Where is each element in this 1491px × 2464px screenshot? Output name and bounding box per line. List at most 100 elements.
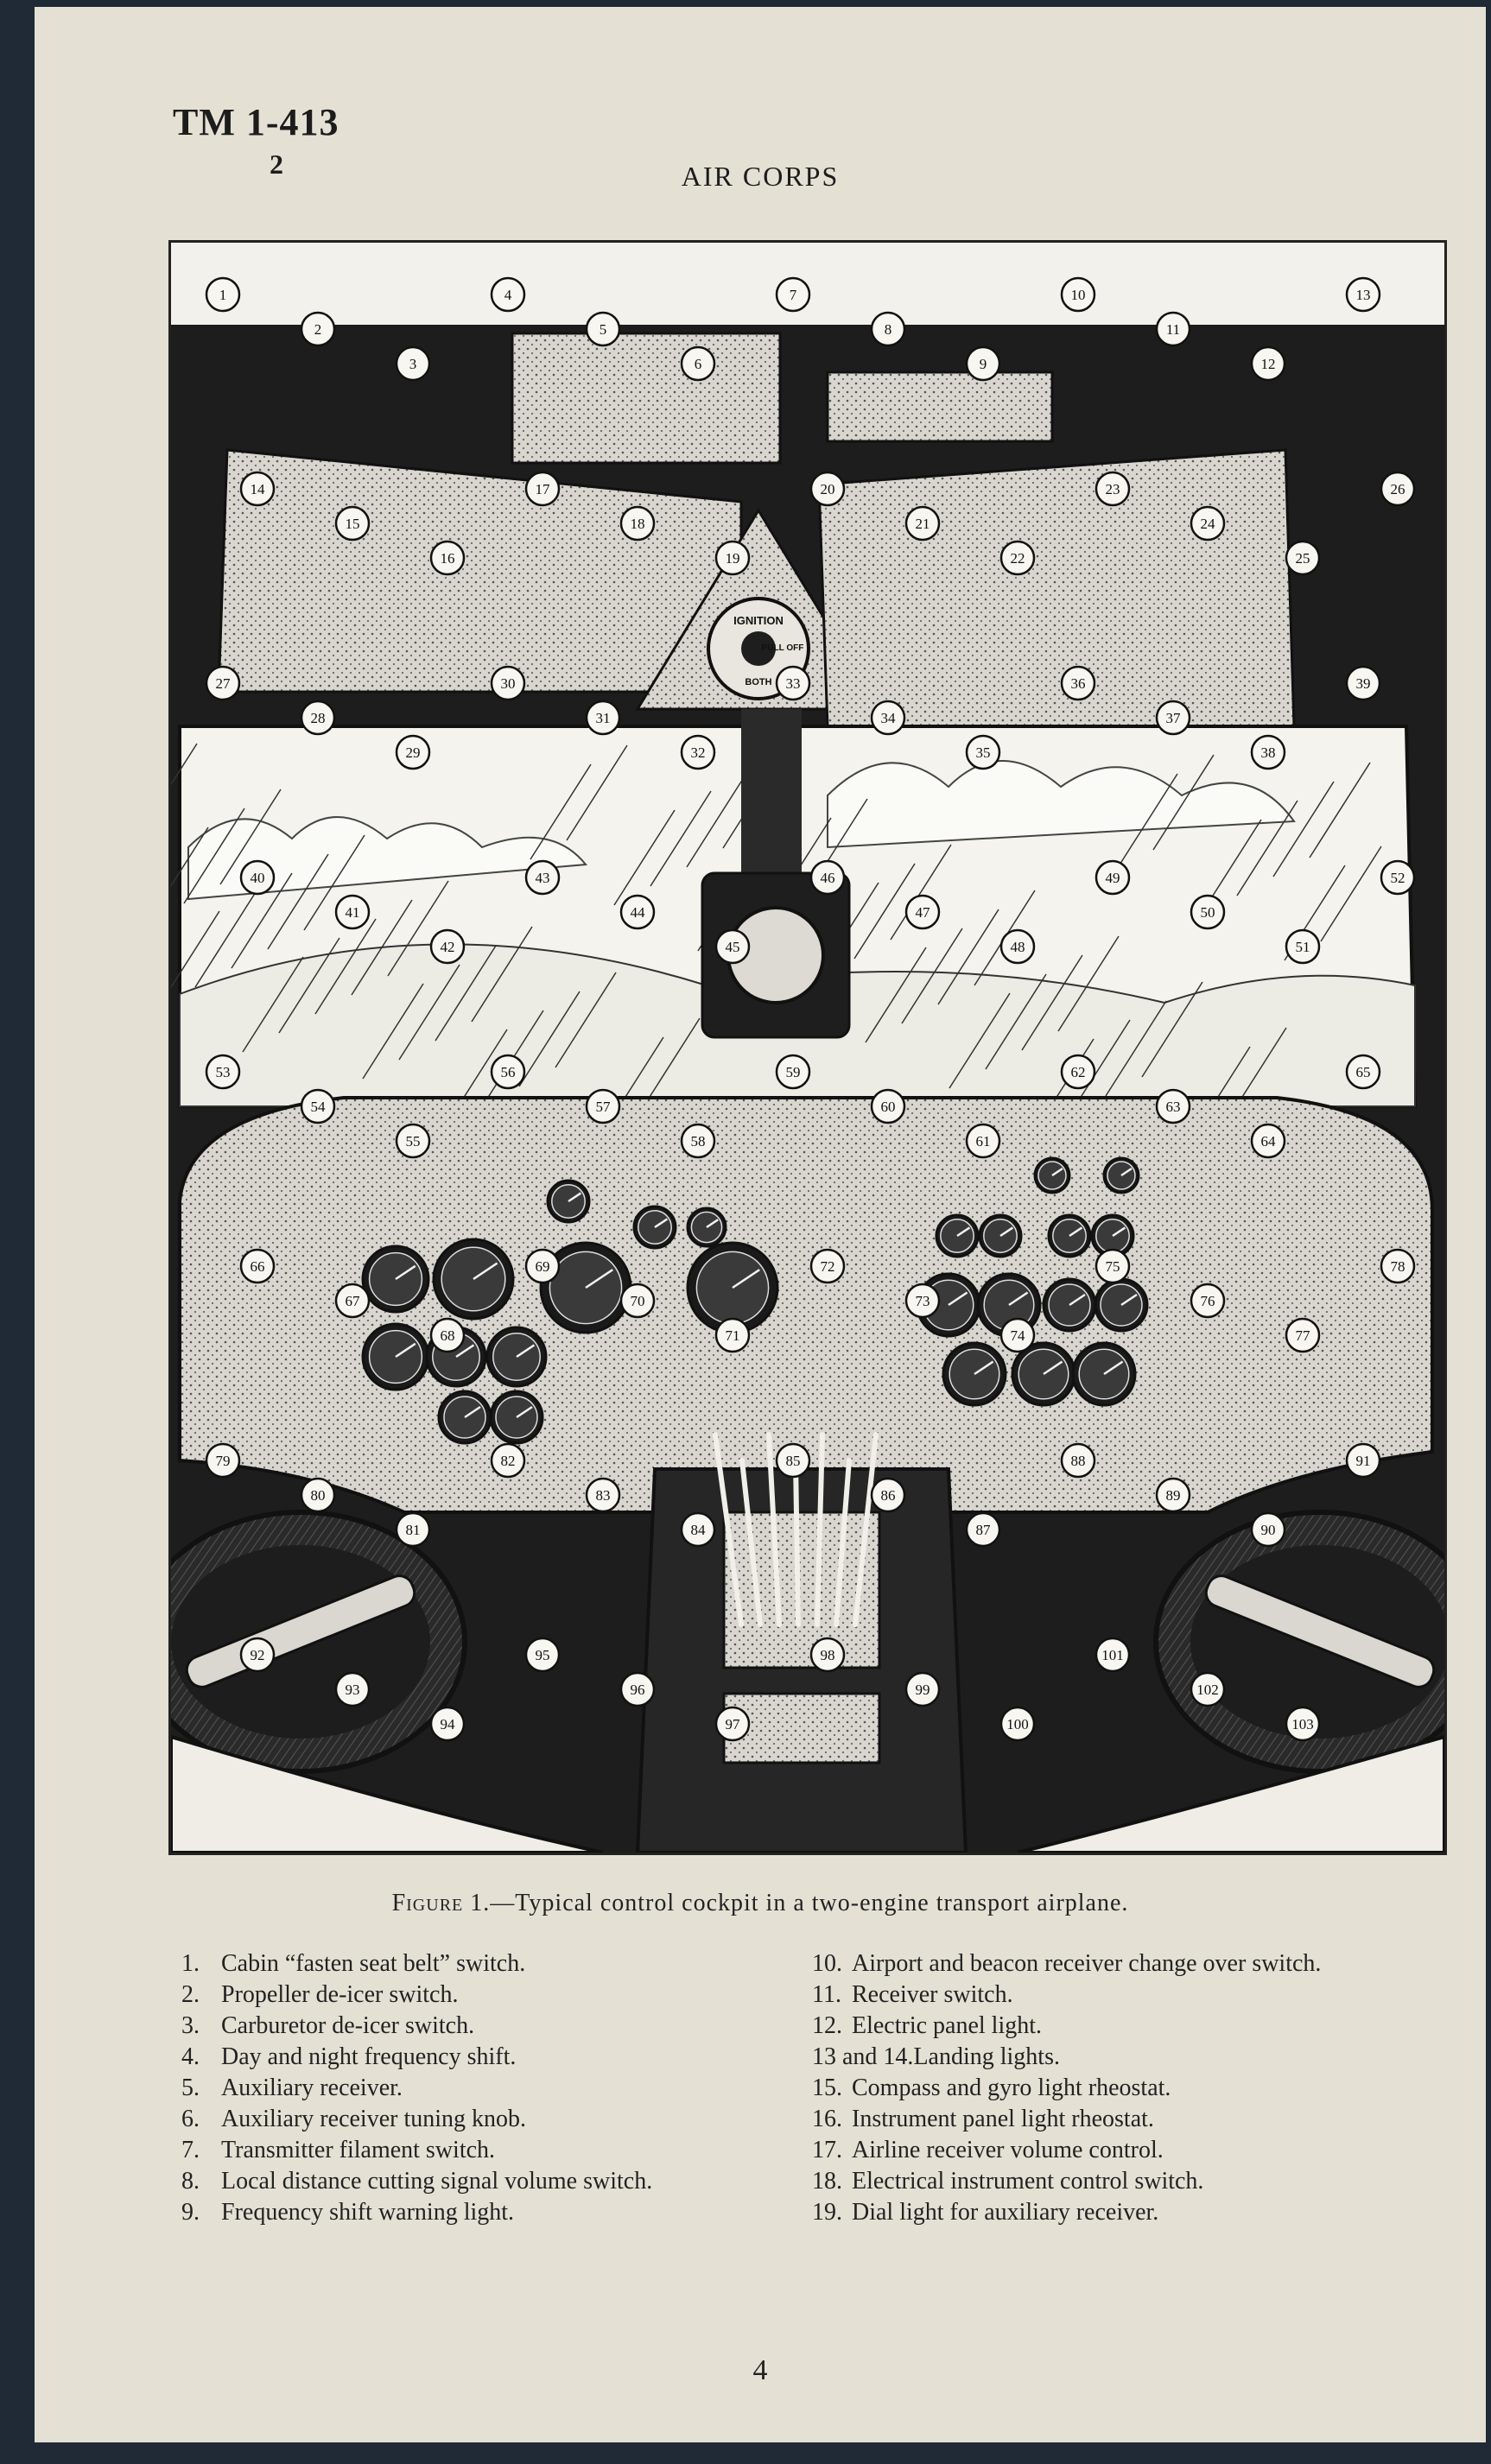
gauge-needle <box>1051 1167 1063 1177</box>
callout-circle <box>1190 505 1226 542</box>
legend-item: 8.Local distance cutting signal volume s… <box>181 2166 821 2197</box>
callout-number: 65 <box>1356 1064 1371 1080</box>
gauge-needle <box>1120 1167 1133 1177</box>
legend-item: 11.Receiver switch. <box>812 1979 1469 2011</box>
callout: 5 <box>585 311 621 347</box>
legend-item-text: Carburetor de-icer switch. <box>221 2012 475 2039</box>
callout-number: 96 <box>631 1682 645 1698</box>
callout: 45 <box>714 928 751 965</box>
callout-circle <box>429 1317 466 1353</box>
callout-number: 86 <box>881 1487 896 1504</box>
callout-number: 14 <box>251 481 266 497</box>
callout: 63 <box>1155 1088 1191 1124</box>
callout: 2 <box>300 311 336 347</box>
callout-circle <box>1060 665 1096 701</box>
callout-number: 72 <box>821 1258 835 1275</box>
callout-circle <box>714 1706 751 1742</box>
callout-circle <box>1094 1248 1131 1284</box>
callout-circle <box>1155 1088 1191 1124</box>
callout-number: 53 <box>216 1064 231 1080</box>
callout-number: 78 <box>1391 1258 1405 1275</box>
callout: 9 <box>965 345 1001 382</box>
callout-circle <box>1345 665 1381 701</box>
callout: 15 <box>334 505 371 542</box>
callout-number: 94 <box>441 1716 456 1732</box>
callout-number: 103 <box>1291 1716 1314 1732</box>
callout: 64 <box>1250 1123 1286 1159</box>
callout-circle <box>334 894 371 930</box>
callout-circle <box>1094 471 1131 507</box>
callout-number: 41 <box>346 904 360 921</box>
callout: 96 <box>619 1671 656 1707</box>
callout: 48 <box>999 928 1036 965</box>
callout-circle <box>870 1477 906 1513</box>
callout: 40 <box>239 859 276 896</box>
callout-circle <box>904 505 941 542</box>
gauge-needle <box>1112 1226 1126 1238</box>
callout-number: 102 <box>1196 1682 1219 1698</box>
callout-number: 24 <box>1201 516 1216 532</box>
legend-item: 5.Auxiliary receiver. <box>181 2073 821 2104</box>
callout-circle <box>1190 1283 1226 1319</box>
legend-item-number: 5. <box>181 2074 200 2101</box>
callout: 59 <box>775 1054 811 1090</box>
callout-circle <box>1060 276 1096 313</box>
cockpit-drawing: IGNITION PULL OFF BOTH 12345678910111213… <box>171 243 1444 1853</box>
callout-number: 79 <box>216 1453 231 1469</box>
callout-circle <box>585 700 621 736</box>
callout-number: 75 <box>1106 1258 1120 1275</box>
callout-circle <box>239 859 276 896</box>
gauge-needle <box>706 1219 719 1229</box>
callout: 43 <box>524 859 561 896</box>
callout-circle <box>904 894 941 930</box>
callout: 22 <box>999 540 1036 576</box>
callout-number: 59 <box>786 1064 801 1080</box>
callout-circle <box>1345 276 1381 313</box>
legend-item-text: Auxiliary receiver tuning knob. <box>221 2106 527 2132</box>
callout-circle <box>1250 734 1286 770</box>
manual-code: TM 1-413 <box>173 101 339 143</box>
callout-circle <box>904 1671 941 1707</box>
legend-item-number: 7. <box>181 2137 200 2163</box>
callout-number: 42 <box>441 939 455 955</box>
callout-number: 73 <box>916 1293 930 1309</box>
callout-number: 32 <box>691 744 706 761</box>
legend-item-text: Electrical instrument control switch. <box>852 2168 1204 2195</box>
callout-number: 26 <box>1391 481 1405 497</box>
callout-number: 68 <box>441 1327 455 1344</box>
callout-circle <box>1094 859 1131 896</box>
callout-circle <box>239 1637 276 1673</box>
legend-item-text: Frequency shift warning light. <box>221 2199 515 2226</box>
callout-number: 5 <box>600 321 607 338</box>
callout-number: 63 <box>1166 1099 1181 1115</box>
callout-number: 19 <box>726 550 740 567</box>
callout-number: 101 <box>1101 1647 1124 1663</box>
callout-number: 34 <box>881 710 897 726</box>
gauge-needle <box>974 1360 994 1376</box>
legend-item-text: Airline receiver volume control. <box>852 2137 1164 2163</box>
gauge-needle <box>1120 1293 1138 1307</box>
callout-circle <box>1250 1123 1286 1159</box>
callout: 80 <box>300 1477 336 1513</box>
callout-number: 54 <box>311 1099 327 1115</box>
gauge-needle <box>568 1192 582 1203</box>
legend-item-number: 1. <box>181 1950 200 1977</box>
callout-circle <box>585 1477 621 1513</box>
callout-number: 52 <box>1391 870 1405 886</box>
callout-number: 50 <box>1201 904 1215 921</box>
callout-number: 39 <box>1356 675 1371 692</box>
callout: 87 <box>965 1511 1001 1548</box>
callout-circle <box>524 1248 561 1284</box>
callout-number: 95 <box>536 1647 550 1663</box>
callout-number: 76 <box>1201 1293 1215 1309</box>
callout-number: 69 <box>536 1258 550 1275</box>
gauge-needle <box>395 1342 416 1359</box>
legend-item-text: Cabin “fasten seat belt” switch. <box>221 1950 526 1977</box>
callout-circle <box>205 276 241 313</box>
callout-circle <box>1060 1442 1096 1479</box>
callout-number: 49 <box>1106 870 1120 886</box>
callout: 41 <box>334 894 371 930</box>
callout-number: 97 <box>726 1716 741 1732</box>
callout-number: 82 <box>501 1453 516 1469</box>
